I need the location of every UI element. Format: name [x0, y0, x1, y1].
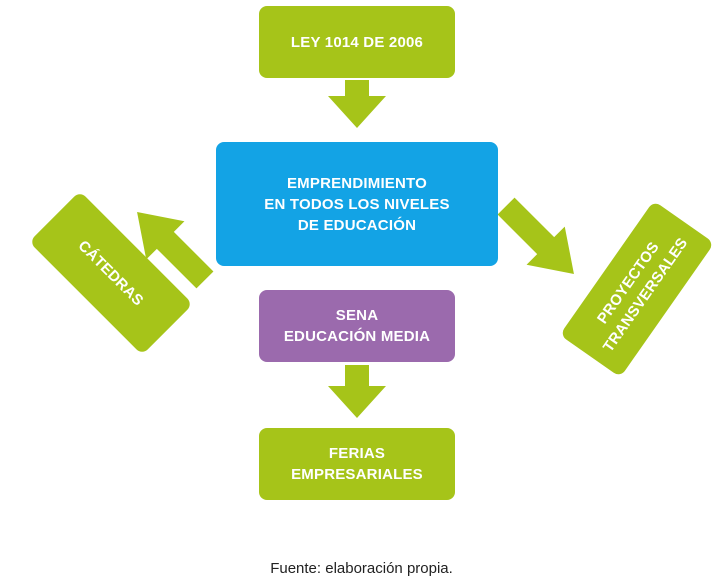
- node-sena: SENA EDUCACIÓN MEDIA: [259, 290, 455, 362]
- node-ferias-label-2: EMPRESARIALES: [291, 466, 423, 483]
- arrow-emprendimiento-to-catedras: [137, 212, 214, 289]
- node-ley: LEY 1014 DE 2006: [259, 6, 455, 78]
- node-emprendimiento-label-3: DE EDUCACIÓN: [297, 216, 417, 234]
- arrow-ley-to-emprendimiento: [328, 80, 386, 128]
- node-emprendimiento: EMPRENDIMIENTO EN TODOS LOS NIVELES DE E…: [216, 142, 498, 266]
- arrow-sena-to-ferias: [328, 365, 386, 418]
- node-sena-label-1: SENA: [335, 307, 379, 324]
- source-caption: Fuente: elaboración propia.: [270, 560, 453, 577]
- arrow-emprendimiento-to-proyectos: [497, 197, 574, 274]
- node-emprendimiento-label-2: EN TODOS LOS NIVELES: [264, 195, 450, 213]
- node-ley-label: LEY 1014 DE 2006: [290, 33, 424, 51]
- node-ferias-label-1: FERIAS: [328, 445, 386, 462]
- node-sena-label-2: EDUCACIÓN MEDIA: [283, 328, 431, 345]
- node-emprendimiento-label-1: EMPRENDIMIENTO: [286, 174, 428, 192]
- node-ferias: FERIAS EMPRESARIALES: [259, 428, 455, 500]
